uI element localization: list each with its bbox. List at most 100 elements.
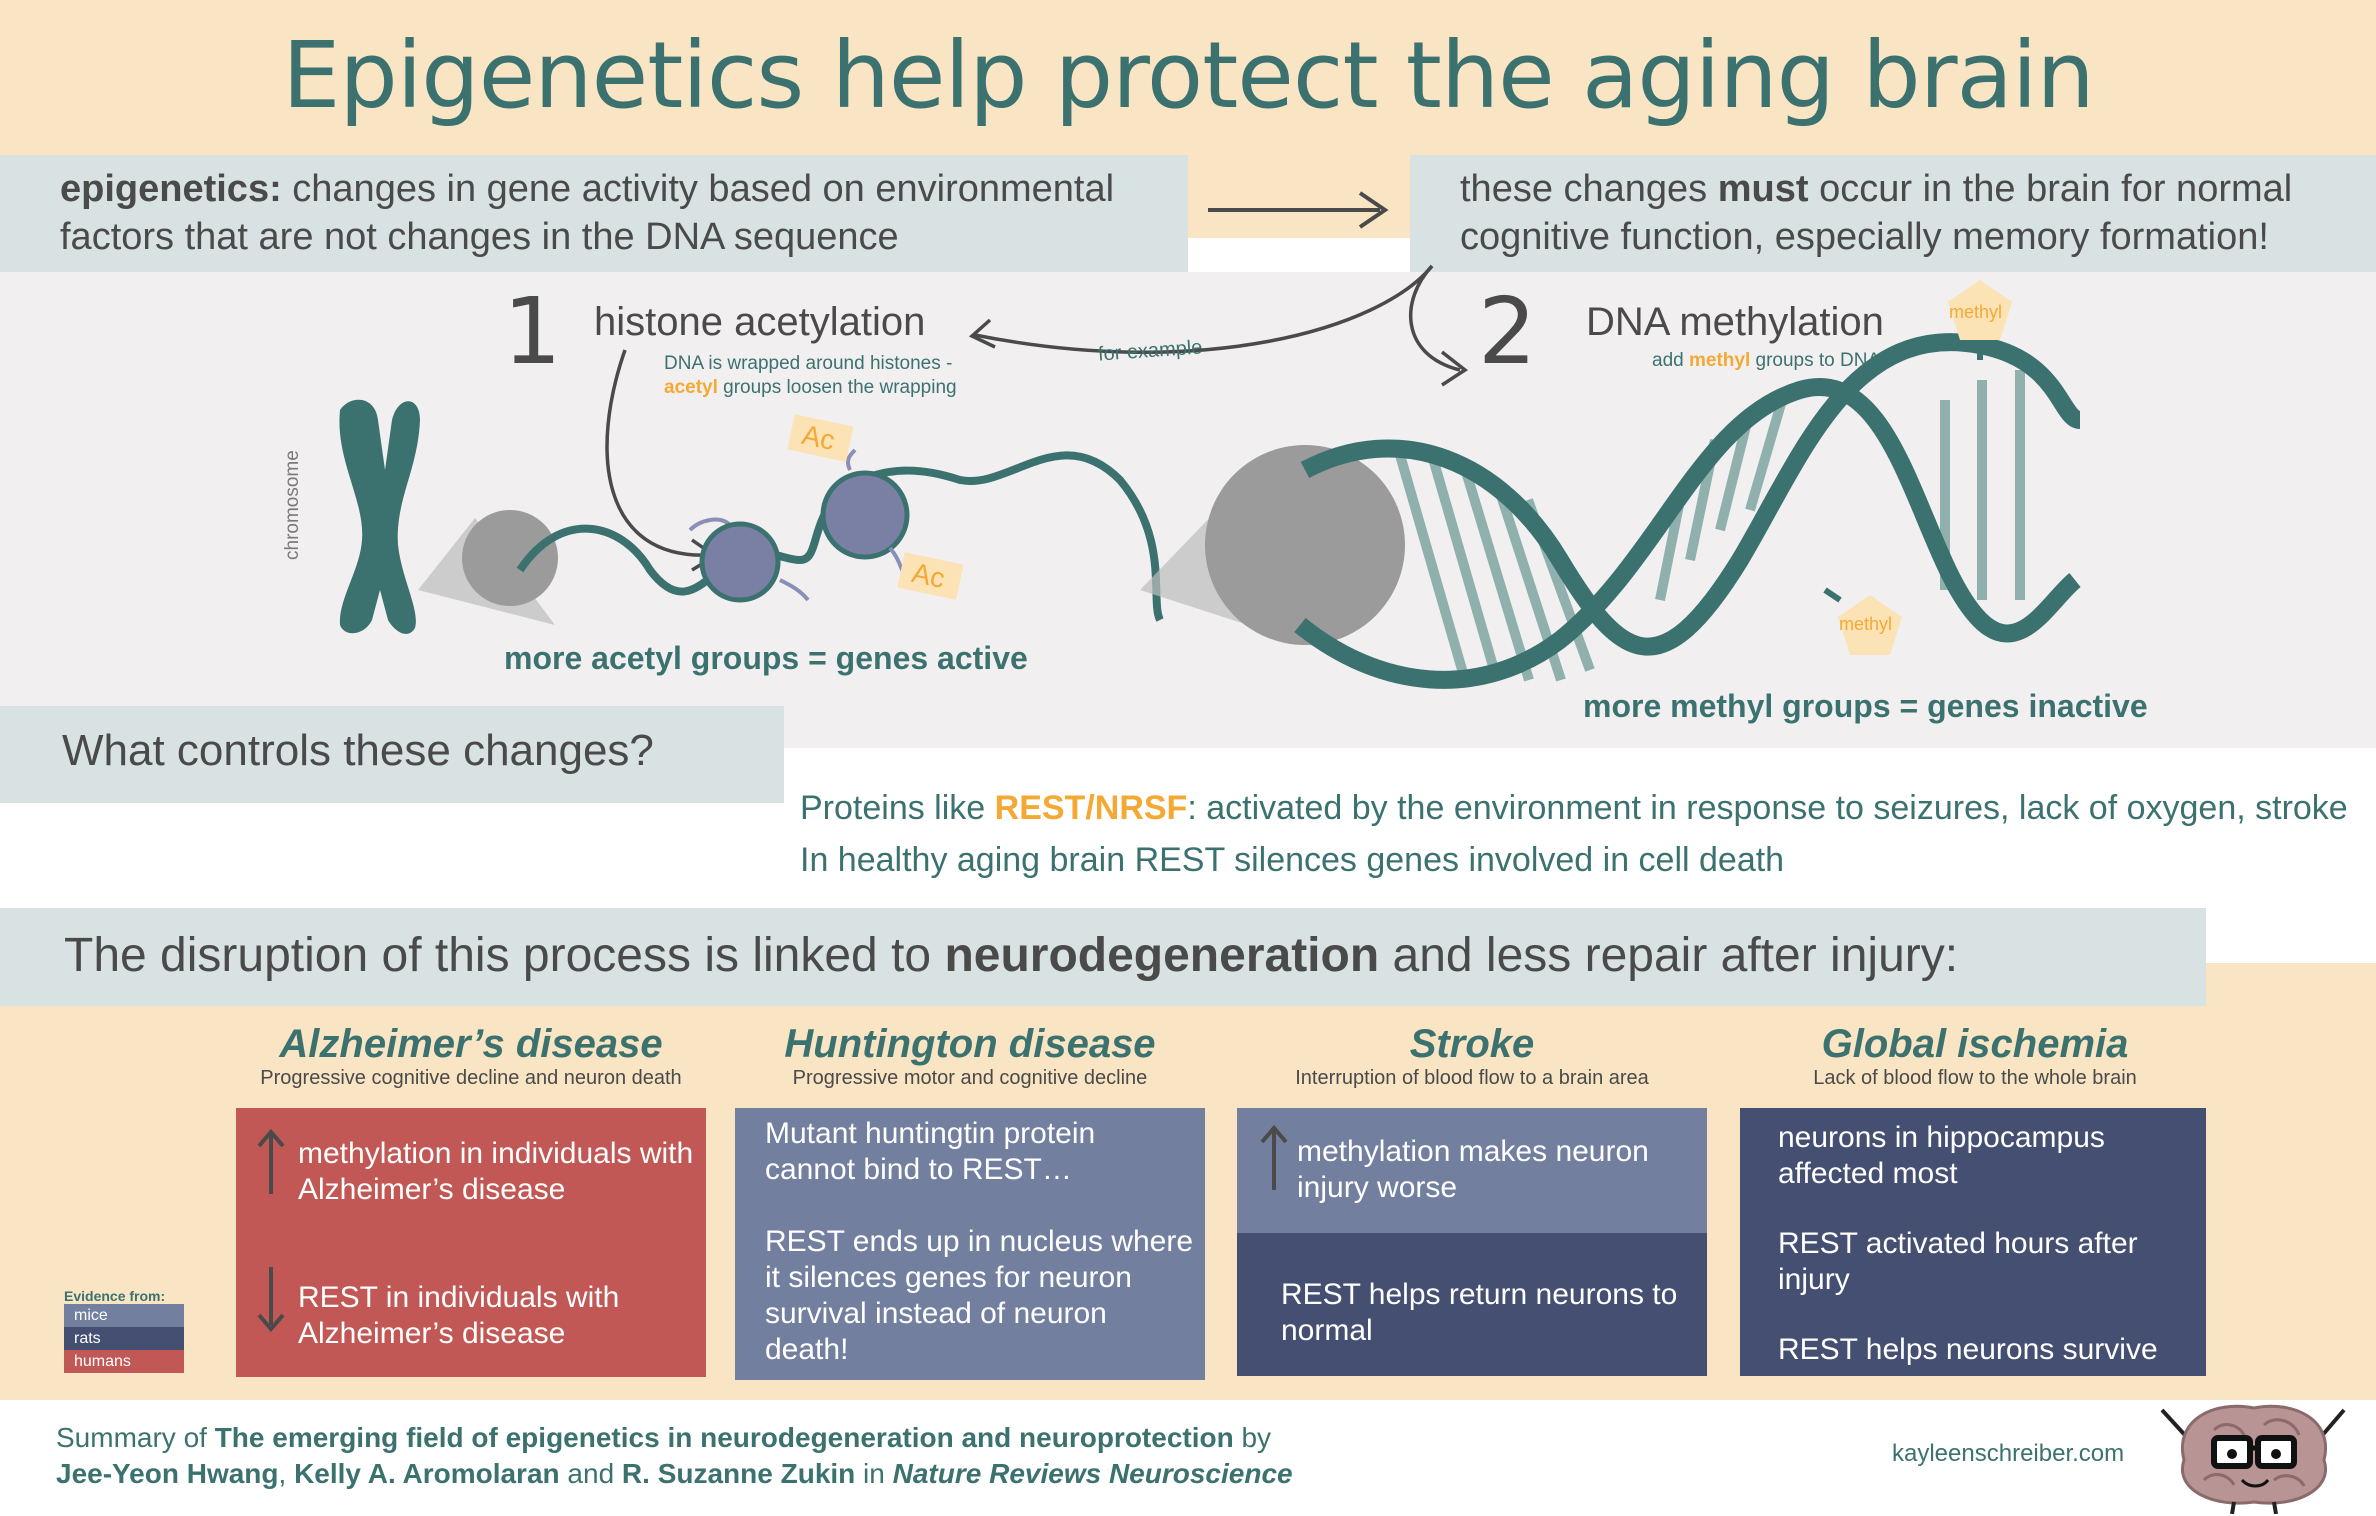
must-post: occur in the brain for normal (1808, 168, 2293, 210)
disease-column-huntington: Huntington disease Progressive motor and… (735, 1022, 1205, 1090)
legend-item-rats: rats (64, 1327, 184, 1350)
page-title: Epigenetics help protect the aging brain (282, 22, 2095, 129)
proteins-text: Proteins like REST/NRSF: activated by th… (800, 782, 2360, 886)
methylation-description: add methyl groups to DNA (1652, 350, 1892, 372)
disruption-pre: The disruption of this process is linked… (64, 929, 945, 982)
step-number-2: 2 (1478, 278, 1537, 385)
methyl-label-top: methyl (1949, 302, 2003, 322)
huntington-card: Mutant huntingtin protein cannot bind to… (735, 1108, 1205, 1380)
stroke-card-top: methylation makes neuron injury worse (1237, 1108, 1707, 1233)
arrowhead-left-icon (968, 318, 996, 349)
zoom-circle-small (462, 510, 558, 606)
disruption-band: The disruption of this process is linked… (0, 908, 2206, 1006)
citation-and: and (559, 1458, 622, 1489)
huntington-item-2: REST ends up in nucleus where it silence… (765, 1225, 1194, 1366)
curved-arrow-left (974, 264, 1434, 355)
proteins-pre: Proteins like (800, 789, 995, 827)
legend-item-humans: humans (64, 1350, 184, 1373)
alzheimers-item-2: REST in individuals with Alzheimer’s dis… (298, 1281, 620, 1350)
disruption-bold: neurodegeneration (944, 929, 1380, 982)
histone-heading: histone acetylation (594, 300, 926, 344)
disease-column-ischemia: Global ischemia Lack of blood flow to th… (1740, 1022, 2210, 1090)
stroke-item-1: methylation makes neuron injury worse (1297, 1135, 1649, 1204)
chromosome-label: chromosome (282, 450, 303, 560)
right-arrow-icon (1208, 191, 1389, 229)
histone-desc-line2: groups loosen the wrapping (717, 377, 957, 398)
proteins-line2: In healthy aging brain REST silences gen… (800, 841, 1785, 879)
histone-desc-line1: DNA is wrapped around histones - (664, 353, 953, 374)
methylation-desc-pre: add (1652, 350, 1689, 371)
must-bold: must (1717, 168, 1809, 210)
citation: Summary of The emerging field of epigene… (56, 1420, 1556, 1492)
must-box: these changes must occur in the brain fo… (1410, 155, 2376, 272)
disease-subtitle-stroke: Interruption of blood flow to a brain ar… (1295, 1067, 1649, 1089)
evidence-legend: Evidence from: mice rats humans (64, 1288, 184, 1373)
disruption-post: and less repair after injury: (1379, 929, 1959, 982)
step-number-1: 1 (503, 278, 562, 385)
brain-mascot-icon (2160, 1404, 2346, 1514)
disease-subtitle-alzheimers: Progressive cognitive decline and neuron… (260, 1067, 682, 1089)
website-link[interactable]: kayleenschreiber.com (1892, 1440, 2125, 1467)
disease-subtitle-huntington: Progressive motor and cognitive decline (792, 1067, 1148, 1089)
definition-text-line1: changes in gene activity based on enviro… (281, 168, 1115, 210)
citation-by: by (1233, 1422, 1272, 1453)
up-arrow-icon (257, 1128, 285, 1194)
acetyl-label-2: Ac (909, 556, 948, 595)
histone-1 (699, 521, 781, 603)
citation-author-3: R. Suzanne Zukin (621, 1458, 856, 1489)
acetyl-tag-1 (787, 414, 854, 462)
citation-paper-title: The emerging field of epigenetics in neu… (214, 1422, 1234, 1453)
question-box: What controls these changes? (0, 706, 784, 803)
disease-column-alzheimers: Alzheimer’s disease Progressive cognitiv… (236, 1022, 706, 1090)
methyl-tag-top (1948, 280, 2012, 340)
question-text: What controls these changes? (62, 726, 654, 775)
acetyl-tag-2 (897, 552, 964, 600)
epigenetics-diagram (339, 264, 2083, 689)
down-arrow-icon (257, 1267, 285, 1333)
definition-term: epigenetics: (60, 168, 282, 210)
methyl-tag-bottom (1838, 595, 1902, 655)
legend-title: Evidence from: (64, 1288, 166, 1304)
curved-arrow-down (1409, 264, 1461, 372)
disease-title-stroke: Stroke (1409, 1022, 1535, 1066)
histone-pointer-arrow (605, 349, 711, 557)
citation-in: in (855, 1458, 893, 1489)
arrowhead-right-icon (1440, 350, 1469, 387)
citation-comma: , (278, 1458, 295, 1489)
disease-title-huntington: Huntington disease (784, 1022, 1156, 1066)
citation-summary-of: Summary of (56, 1422, 215, 1453)
up-arrow-icon (1260, 1124, 1288, 1190)
histone-2 (820, 470, 910, 560)
disease-column-stroke: Stroke Interruption of blood flow to a b… (1237, 1022, 1707, 1090)
legend-item-mice: mice (64, 1304, 184, 1327)
histone-description: DNA is wrapped around histones - acetyl … (664, 352, 1004, 400)
dna-helix-strand-2 (1294, 378, 2081, 689)
methyl-label-bottom: methyl (1839, 614, 1893, 634)
definition-box: epigenetics: changes in gene activity ba… (0, 155, 1188, 272)
disease-title-ischemia: Global ischemia (1821, 1022, 2129, 1066)
dna-helix-strand-1 (1300, 333, 2083, 656)
ischemia-item-1: neurons in hippocampus affected most (1778, 1121, 2105, 1190)
methylation-desc-methyl: methyl (1688, 350, 1751, 371)
ischemia-card: neurons in hippocampus affected most RES… (1740, 1108, 2206, 1376)
disease-subtitle-ischemia: Lack of blood flow to the whole brain (1813, 1067, 2137, 1089)
definition-text-line2: factors that are not changes in the DNA … (60, 216, 899, 258)
chromosome-icon (339, 399, 420, 634)
histone-desc-acetyl: acetyl (664, 377, 718, 398)
acetyl-conclusion: more acetyl groups = genes active (504, 640, 1028, 676)
disease-title-alzheimers: Alzheimer’s disease (279, 1022, 663, 1066)
zoom-circle-large (1205, 445, 1405, 645)
disruption-text: The disruption of this process is linked… (64, 928, 1958, 983)
methylation-desc-post: groups to DNA (1750, 350, 1881, 371)
stroke-item-2: REST helps return neurons to normal (1281, 1278, 1678, 1347)
proteins-highlight: REST/NRSF (994, 789, 1188, 827)
huntington-item-1: Mutant huntingtin protein cannot bind to… (765, 1117, 1096, 1186)
citation-journal: Nature Reviews Neuroscience (892, 1458, 1293, 1489)
methyl-conclusion: more methyl groups = genes inactive (1583, 688, 2148, 724)
acetyl-label-1: Ac (799, 418, 838, 457)
proteins-post: : activated by the environment in respon… (1187, 789, 2348, 827)
citation-author-2: Kelly A. Aromolaran (294, 1458, 560, 1489)
must-line2: cognitive function, especially memory fo… (1460, 216, 2269, 258)
methylation-heading: DNA methylation (1586, 300, 1884, 344)
must-pre: these changes (1460, 168, 1718, 210)
